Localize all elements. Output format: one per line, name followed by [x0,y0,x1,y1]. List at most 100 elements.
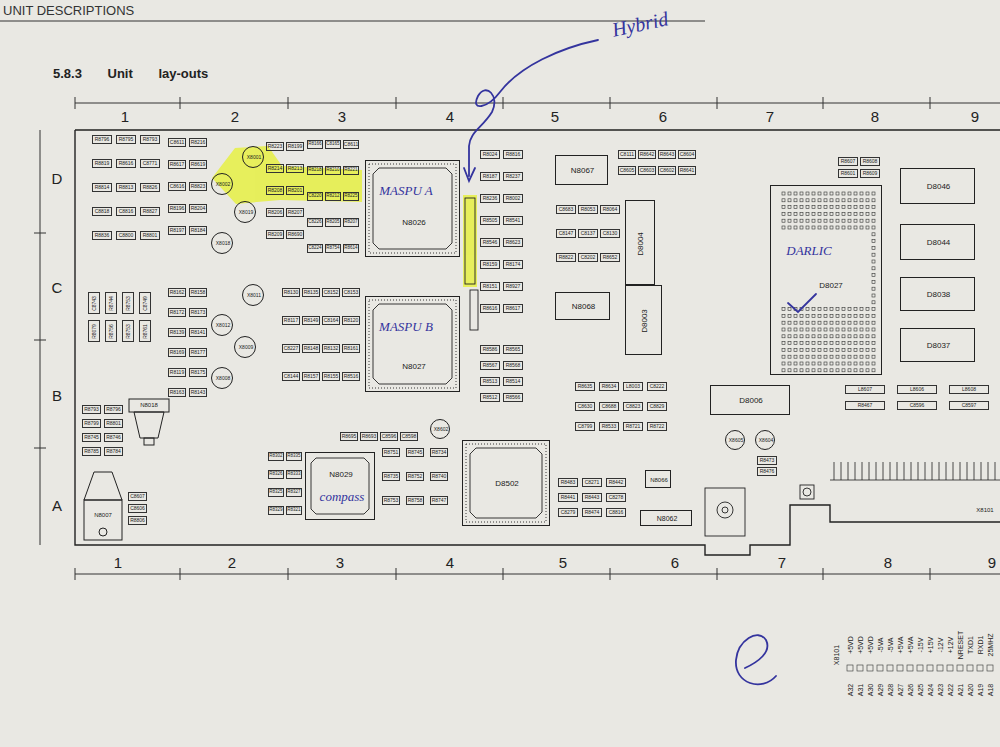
bga-ball [818,355,821,358]
component-name: C8630 [578,404,593,409]
connector-finger [883,462,884,480]
bga-ball [800,192,803,195]
component-name: R8813 [119,185,134,190]
component-name: R8785 [84,449,99,454]
bga-ball [836,328,839,331]
bga-ball [818,342,821,345]
part-label: X8602 [434,427,448,432]
ic-box: N8062 [640,510,692,526]
connector-finger [974,462,975,480]
component-label: R8634 [599,382,619,391]
component-name: C8152 [324,290,339,295]
pin-name: +5VD [857,636,864,654]
bga-ball [824,369,827,372]
bga-ball [794,335,797,338]
component-label: R8467 [845,401,885,410]
ic-box: D8027DARLIC [770,185,882,375]
component-label: R8753 [382,496,400,505]
component-name: R8177 [191,350,206,355]
edge-connector: X8101 [830,462,1000,522]
component-label: C8611 [343,140,359,149]
component-name: R8175 [191,370,206,375]
grid-letter: A [52,498,62,513]
crystal-circle: X8001 [242,146,264,168]
bga-ball [830,226,833,229]
bga-ball [842,342,845,345]
component-name: R8565 [506,347,521,352]
handwritten-note: MASPU A [378,184,434,198]
component-label: C8603 [638,166,656,175]
part-label: X8011 [247,293,261,298]
pin-box [857,665,863,671]
pin-number: A32 [847,684,854,696]
component-name: R8566 [506,395,521,400]
part-label: N8067 [571,167,595,175]
component-name: R8205 [326,220,339,225]
pin-number: A31 [857,684,864,696]
component-name: R8172 [170,310,185,315]
bga-ball [782,328,785,331]
bga-ball [872,308,875,311]
component-label: R8329 [268,506,284,515]
part-label: N8018 [140,402,158,408]
bga-ball [824,226,827,229]
bga-ball [842,219,845,222]
bga-ball [836,206,839,209]
crystal-circle: X8602 [430,419,450,439]
component-label: C8607 [128,492,147,501]
component-label: R8236 [480,194,500,203]
ic-box: N8068 [555,292,610,320]
pin-number: A21 [957,684,964,696]
bga-ball [872,301,875,304]
component-name: C8604 [680,152,695,157]
bga-ball [794,219,797,222]
connector-strip [470,290,478,330]
bga-ball [800,342,803,345]
bga-ball [794,206,797,209]
connector-finger [981,462,982,480]
bga-ball [860,314,863,317]
component-label: R8177 [189,348,207,357]
grid-letter: D [52,171,63,186]
jack-symbol [705,488,745,536]
bga-ball [794,321,797,324]
component-label: R8823 [189,182,207,191]
pin-number: A19 [977,684,984,696]
component-name: R8161 [344,346,359,351]
bga-ball [800,212,803,215]
component-name: L8607 [858,387,872,392]
component-name: R8751 [384,450,399,455]
component-label: C8816 [116,207,136,216]
bga-ball [860,192,863,195]
component-name: R8223 [268,144,283,149]
bga-ball [872,280,875,283]
connector-strip [465,198,475,284]
component-name: R8135 [304,290,319,295]
pin-box [937,665,943,671]
component-label: C8800 [116,231,136,240]
component-label: R8753 [122,320,134,342]
component-label: R8441 [558,493,578,502]
regulator-symbol [82,470,124,542]
component-label: C8226 [307,218,323,227]
regulator-box: N8007 [82,470,124,542]
component-label: R8541 [503,216,523,225]
component-name: R8148 [304,346,319,351]
component-name: L8608 [962,387,976,392]
component-name: C8605 [620,168,635,173]
component-name: R8441 [561,495,576,500]
pin-box [947,665,953,671]
bga-ball [872,192,875,195]
component-name: R8814 [95,185,110,190]
component-label: R8212 [325,192,341,201]
component-label: R8806 [128,516,147,525]
pin-name: +5VA [907,637,914,654]
bga-ball [818,362,821,365]
bga-ball [872,274,875,277]
bga-ball [788,308,791,311]
component-name: R8120 [344,318,359,323]
connector-finger [862,462,863,480]
pin-number: A26 [907,684,914,696]
pin-box [887,665,893,671]
component-name: R8201 [288,188,303,193]
